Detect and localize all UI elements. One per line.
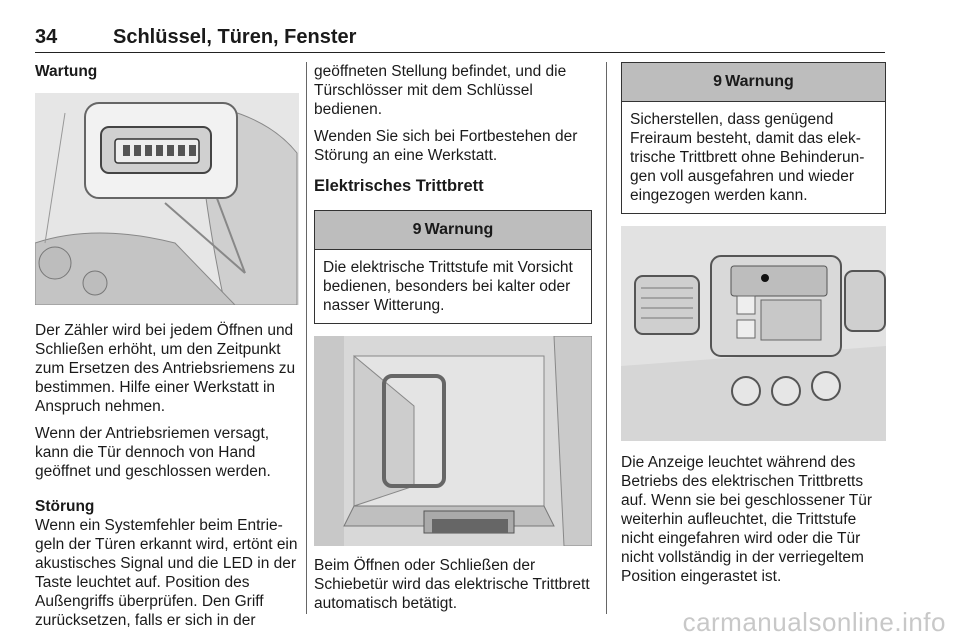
paragraph: Der Zähler wird bei jedem Öffnen und Sch… — [35, 322, 296, 415]
paragraph: Wenn ein Systemfehler beim Entrie­geln d… — [35, 517, 298, 629]
subheading-stoerung: Störung — [35, 498, 95, 515]
warning-title: Warnung — [725, 73, 794, 90]
warning-icon: 9 — [412, 221, 422, 238]
warning-text: Sicherstellen, dass genügend Freiraum be… — [630, 111, 865, 204]
page-number: 34 — [35, 26, 58, 48]
sliding-door-step-illustration — [314, 336, 592, 546]
watermark: carmanualsonline.info — [682, 607, 946, 637]
column-1: Wartung Der Zähler wird bei jedem Öffnen… — [35, 62, 299, 638]
paragraph: Die Anzeige leuchtet während des Betrieb… — [621, 454, 873, 585]
paragraph: Wenden Sie sich bei Fortbestehen der Stö… — [314, 128, 578, 164]
paragraph: Beim Öffnen oder Schließen der Schiebetü… — [314, 557, 590, 612]
dashboard-indicator-illustration — [621, 226, 886, 441]
section-heading: Elektrisches Trittbrett — [314, 177, 484, 195]
warning-title: Warnung — [424, 221, 494, 238]
heading-wartung: Wartung — [35, 63, 98, 80]
column-2: geöffneten Stellung befindet, und die Tü… — [314, 62, 592, 621]
column-divider — [606, 62, 607, 614]
maintenance-counter-illustration — [35, 93, 299, 305]
paragraph: geöffneten Stellung befindet, und die Tü… — [314, 63, 567, 118]
warning-text: Die elektrische Trittstufe mit Vorsicht … — [323, 259, 573, 314]
page-header: 34 Schlüssel, Türen, Fenster — [35, 22, 885, 53]
page-title: Schlüssel, Türen, Fenster — [113, 26, 357, 48]
warning-icon: 9 — [713, 73, 723, 90]
column-divider — [306, 62, 307, 614]
paragraph: Wenn der Antriebsriemen versagt, kann di… — [35, 425, 271, 480]
